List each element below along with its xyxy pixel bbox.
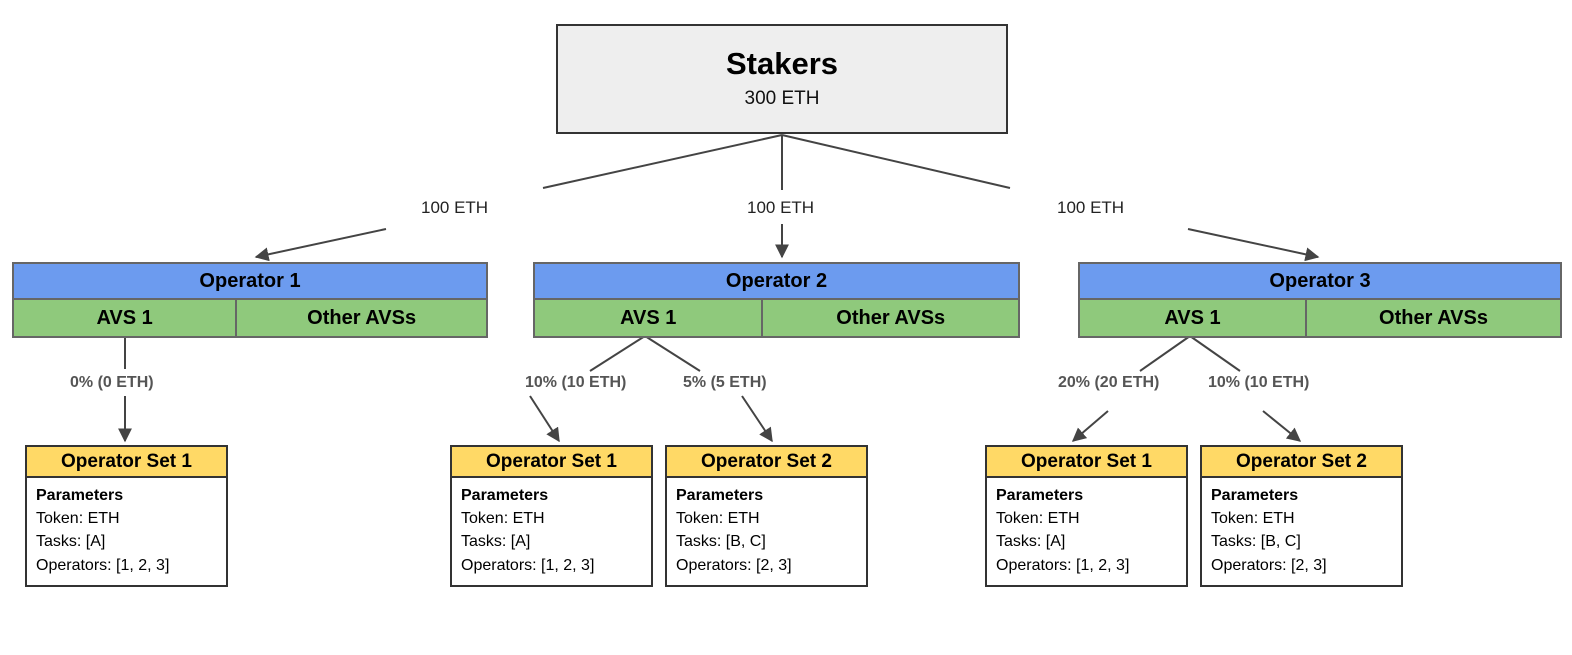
operator-3-avs-other[interactable]: Other AVSs [1307, 300, 1560, 336]
operator-set-params-title: Parameters [36, 487, 124, 504]
operator-3-title: Operator 3 [1080, 264, 1560, 300]
edge-operator2-set2 [741, 395, 773, 443]
stakers-title: Stakers [725, 46, 839, 82]
edge-operator3-set1-upper [1139, 335, 1191, 372]
operator-set-card-op2-set1[interactable]: Operator Set 1 Parameters Token: ETH Tas… [450, 445, 653, 587]
edge-stakers-operator1-fan [542, 134, 783, 189]
operator-set-operators: Operators: [2, 3] [1211, 556, 1327, 574]
operator-set-operators: Operators: [1, 2, 3] [996, 556, 1130, 574]
operator-1-avs-row: AVS 1 Other AVSs [14, 300, 486, 336]
operator-set-params-title: Parameters [461, 487, 549, 504]
edge-label-delegation-1: 100 ETH [421, 198, 489, 217]
operator-set-operators: Operators: [1, 2, 3] [36, 556, 170, 574]
edge-label-delegation-2: 100 ETH [747, 198, 815, 217]
operator-set-title: Operator Set 2 [1200, 445, 1403, 478]
operator-set-body: Parameters Token: ETH Tasks: [B, C] Oper… [665, 478, 868, 587]
operator-2-avs-row: AVS 1 Other AVSs [535, 300, 1018, 336]
allocation-label-op2-set1: 10% (10 ETH) [525, 374, 627, 391]
operator-set-card-op1-set1[interactable]: Operator Set 1 Parameters Token: ETH Tas… [25, 445, 228, 587]
allocation-label-op1-set1: 0% (0 ETH) [70, 374, 154, 391]
operator-set-card-op3-set1[interactable]: Operator Set 1 Parameters Token: ETH Tas… [985, 445, 1188, 587]
operator-set-title: Operator Set 1 [985, 445, 1188, 478]
operator-set-title: Operator Set 1 [450, 445, 653, 478]
operator-node-1[interactable]: Operator 1 AVS 1 Other AVSs [12, 262, 488, 338]
operator-set-body: Parameters Token: ETH Tasks: [A] Operato… [25, 478, 228, 587]
edge-stakers-operator3 [1187, 228, 1320, 262]
edge-stakers-operator3-fan [781, 134, 1011, 189]
stakers-node: Stakers 300 ETH [556, 24, 1008, 134]
operator-set-params-title: Parameters [676, 487, 764, 504]
allocation-label-op3-set2: 10% (10 ETH) [1208, 374, 1310, 391]
edge-operator2-set1-upper [589, 335, 646, 372]
operator-set-card-op3-set2[interactable]: Operator Set 2 Parameters Token: ETH Tas… [1200, 445, 1403, 587]
operator-set-body: Parameters Token: ETH Tasks: [B, C] Oper… [1200, 478, 1403, 587]
operator-set-tasks: Tasks: [A] [996, 533, 1066, 551]
operator-set-token: Token: ETH [996, 510, 1080, 528]
operator-node-3[interactable]: Operator 3 AVS 1 Other AVSs [1078, 262, 1562, 338]
edge-operator3-set2-upper [1189, 335, 1241, 372]
allocation-label-op2-set2: 5% (5 ETH) [683, 374, 767, 391]
edge-operator2-set1 [529, 395, 560, 443]
operator-2-avs-other[interactable]: Other AVSs [763, 300, 1018, 336]
operator-set-token: Token: ETH [676, 510, 760, 528]
operator-set-token: Token: ETH [461, 510, 545, 528]
operator-set-token: Token: ETH [1211, 510, 1295, 528]
edge-operator3-set1 [1071, 410, 1109, 442]
edge-label-delegation-3: 100 ETH [1057, 198, 1125, 217]
operator-set-operators: Operators: [1, 2, 3] [461, 556, 595, 574]
operator-set-body: Parameters Token: ETH Tasks: [A] Operato… [985, 478, 1188, 587]
operator-set-operators: Operators: [2, 3] [676, 556, 792, 574]
edge-stakers-operator1 [254, 228, 387, 262]
operator-2-title: Operator 2 [535, 264, 1018, 300]
operator-set-title: Operator Set 1 [25, 445, 228, 478]
operator-set-tasks: Tasks: [B, C] [1211, 533, 1301, 551]
edge-operator2-set2-upper [644, 335, 701, 372]
operator-set-title: Operator Set 2 [665, 445, 868, 478]
edge-operator3-set2 [1262, 410, 1302, 442]
allocation-label-op3-set1: 20% (20 ETH) [1058, 374, 1160, 391]
stakers-amount: 300 ETH [744, 87, 820, 109]
operator-node-2[interactable]: Operator 2 AVS 1 Other AVSs [533, 262, 1020, 338]
operator-set-body: Parameters Token: ETH Tasks: [A] Operato… [450, 478, 653, 587]
operator-1-avs-other[interactable]: Other AVSs [237, 300, 486, 336]
operator-set-card-op2-set2[interactable]: Operator Set 2 Parameters Token: ETH Tas… [665, 445, 868, 587]
operator-set-tasks: Tasks: [A] [36, 533, 106, 551]
operator-3-avs-row: AVS 1 Other AVSs [1080, 300, 1560, 336]
operator-set-token: Token: ETH [36, 510, 120, 528]
operator-1-avs-primary[interactable]: AVS 1 [14, 300, 238, 336]
operator-1-title: Operator 1 [14, 264, 486, 300]
operator-set-tasks: Tasks: [A] [461, 533, 531, 551]
operator-set-params-title: Parameters [996, 487, 1084, 504]
operator-2-avs-primary[interactable]: AVS 1 [535, 300, 764, 336]
operator-set-params-title: Parameters [1211, 487, 1299, 504]
operator-set-tasks: Tasks: [B, C] [676, 533, 766, 551]
operator-3-avs-primary[interactable]: AVS 1 [1080, 300, 1308, 336]
